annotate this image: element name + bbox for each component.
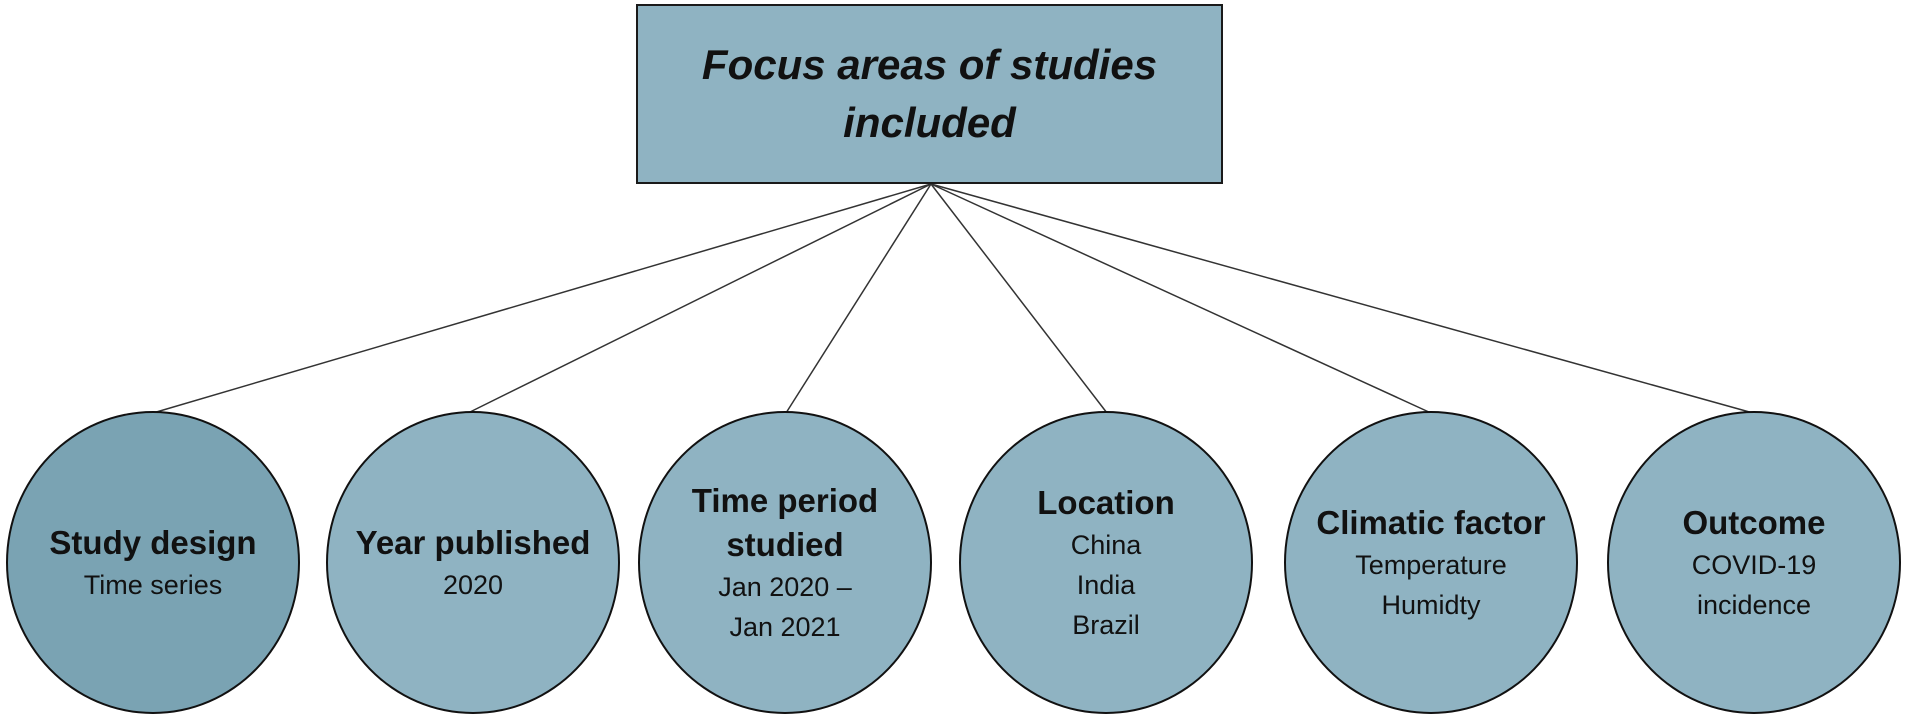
connector-location — [930, 183, 1108, 414]
node-detail: incidence — [1696, 589, 1812, 620]
connector-climatic-factor — [930, 183, 1432, 414]
node-time-period-studied: Time period studied Jan 2020 – Jan 2021 — [638, 411, 932, 714]
node-detail: Humidty — [1381, 589, 1481, 620]
root-title: Focus areas of studies included — [701, 41, 1158, 146]
node-detail: Brazil — [1072, 609, 1140, 640]
node-title: Outcome — [1682, 503, 1826, 541]
node-detail: India — [1076, 569, 1136, 600]
node-detail: China — [1070, 529, 1142, 560]
node-climatic-factor: Climatic factor Temperature Humidty — [1284, 411, 1578, 714]
root-node: Focus areas of studies included — [636, 4, 1223, 184]
node-detail: COVID-19 — [1691, 549, 1817, 580]
node-title: Time period studied — [691, 481, 879, 563]
node-outcome: Outcome COVID-19 incidence — [1607, 411, 1901, 714]
node-title: Study design — [49, 523, 257, 561]
node-location: Location China India Brazil — [959, 411, 1253, 714]
node-title: Year published — [355, 523, 591, 561]
node-title: Location — [1037, 483, 1175, 521]
connector-study-design — [152, 183, 932, 414]
node-detail: Temperature — [1355, 549, 1507, 580]
node-title: Climatic factor — [1316, 503, 1546, 541]
node-detail: Time series — [83, 569, 223, 600]
node-study-design: Study design Time series — [6, 411, 300, 714]
node-detail: Jan 2021 — [729, 611, 841, 642]
node-detail: 2020 — [442, 569, 504, 600]
node-detail: Jan 2020 – — [718, 571, 852, 602]
connector-year-published — [467, 183, 932, 414]
connector-outcome — [930, 183, 1754, 414]
node-year-published: Year published 2020 — [326, 411, 620, 714]
connector-time-period-studied — [785, 183, 932, 414]
